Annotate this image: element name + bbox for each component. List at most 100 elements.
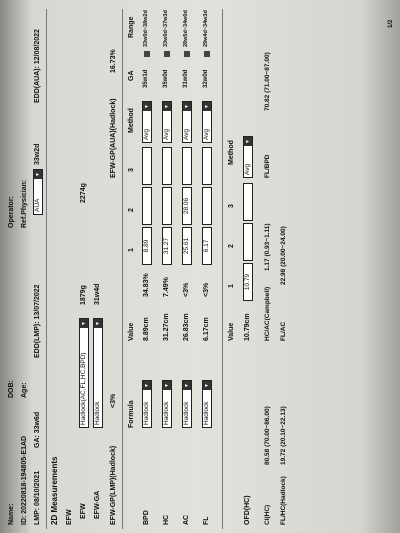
- ga-value: 31w0d: [183, 69, 189, 88]
- efw-gp-lmp-value: <3%: [110, 393, 117, 408]
- hcac-label: HC/AC(Campbell): [264, 286, 271, 341]
- range-marker-icon: [204, 51, 210, 57]
- page-number: 1/2: [388, 19, 394, 28]
- measure-3[interactable]: [182, 147, 192, 185]
- formula-dropdown[interactable]: Hadlock ▼: [202, 380, 212, 428]
- formula-dropdown[interactable]: Hadlock ▼: [162, 380, 172, 428]
- method-dropdown[interactable]: Avg ▼: [162, 101, 172, 143]
- formula-value: Hadlock: [163, 401, 170, 425]
- chevron-down-icon: ▼: [143, 381, 151, 390]
- col-2-header: 2: [128, 208, 135, 212]
- ga-text: GA: 33w6d: [34, 411, 41, 448]
- formula-value: Hadlock: [203, 401, 210, 425]
- efw-secondary-value: 2274g: [80, 183, 87, 203]
- ofd-method-value: Avg: [244, 163, 251, 175]
- flbpd-value: 70.82 (71.00~87.00): [264, 52, 271, 111]
- patient-id: ID: 20220818-194805-E1AD: [21, 435, 28, 525]
- measure-1[interactable]: 6.17: [202, 227, 212, 265]
- efw-value: 1879g: [80, 285, 87, 305]
- measure-value: 8.89cm: [143, 317, 150, 341]
- chevron-down-icon: ▼: [143, 102, 151, 111]
- col-3-header: 3: [128, 168, 135, 172]
- flhc-value: 19.72 (20.10~22.13): [280, 406, 287, 465]
- ga-header: GA: [128, 70, 135, 82]
- name-label: Name:: [8, 503, 15, 525]
- ofd-measure-2[interactable]: [243, 223, 253, 261]
- age-label: Age:: [21, 382, 28, 398]
- percentile-value: <3%: [203, 282, 210, 297]
- measure-3[interactable]: [162, 147, 172, 185]
- efw-divider: [122, 9, 123, 529]
- flac-value: 22.98 (20.00~24.00): [280, 226, 287, 285]
- measure-1[interactable]: 31.27: [162, 227, 172, 265]
- efw-section-label: EFW: [66, 509, 73, 525]
- chevron-down-icon: ▼: [203, 102, 211, 111]
- range-marker-icon: [184, 51, 190, 57]
- range-marker-icon: [164, 51, 170, 57]
- measure-3[interactable]: [202, 147, 212, 185]
- percentile-value: 7.49%: [163, 277, 170, 297]
- section-title: 2D Measurements: [50, 456, 59, 525]
- method-dropdown[interactable]: Avg ▼: [202, 101, 212, 143]
- edd-lmp-text: EDD(LMP): 13/07/2022: [34, 284, 41, 358]
- range-marker-icon: [144, 51, 150, 57]
- row-name: FL: [203, 516, 210, 525]
- row-name: BPD: [143, 510, 150, 525]
- measure-1[interactable]: 25.61: [182, 227, 192, 265]
- aua-dropdown-value: AUA: [34, 198, 41, 212]
- method-value: Avg: [203, 128, 210, 140]
- ci-value: 80.58 (70.00~86.00): [264, 406, 271, 465]
- efw-ga-formula-dropdown[interactable]: Hadlock ▼: [93, 318, 103, 428]
- ga-value: 35w1d: [143, 69, 149, 88]
- measure-2[interactable]: [142, 187, 152, 225]
- chevron-down-icon: ▼: [80, 319, 88, 328]
- aua-ga: 33w2d: [34, 143, 41, 165]
- formula-value: Hadlock: [183, 401, 190, 425]
- efw-gp-aua-value: 16.73%: [110, 49, 117, 73]
- ofd-method-dropdown[interactable]: Avg ▼: [243, 136, 253, 178]
- formula-dropdown[interactable]: Hadlock ▼: [182, 380, 192, 428]
- ofd-col-1-header: 1: [228, 284, 235, 288]
- chevron-down-icon: ▼: [203, 381, 211, 390]
- range-value: 29w4d~34w3d: [203, 10, 209, 47]
- method-dropdown[interactable]: Avg▼: [182, 101, 192, 143]
- range-header: Range: [128, 16, 135, 38]
- col-1-header: 1: [128, 248, 135, 252]
- chevron-down-icon: ▼: [244, 137, 252, 146]
- measure-2[interactable]: 28.06: [182, 187, 192, 225]
- ofd-col-3-header: 3: [228, 204, 235, 208]
- method-header: Method: [128, 108, 135, 133]
- row-name: HC: [163, 514, 170, 525]
- chevron-down-icon: ▼: [163, 102, 171, 111]
- formula-dropdown[interactable]: Hadlock▼: [142, 380, 152, 428]
- ofd-measure-1[interactable]: 10.79: [243, 263, 253, 301]
- measure-1[interactable]: 8.89: [142, 227, 152, 265]
- method-dropdown[interactable]: Avg▼: [142, 101, 152, 143]
- value-header: Value: [128, 322, 135, 341]
- ofd-measure-3[interactable]: [243, 183, 253, 221]
- efw-gp-aua-label: EFW-GP(AUA)(Hadlock): [110, 98, 117, 178]
- chevron-down-icon: ▼: [94, 319, 102, 328]
- ga-value: 32w0d: [203, 69, 209, 88]
- range-value: 33w0d~37w3d: [163, 10, 169, 47]
- method-value: Avg: [163, 128, 170, 140]
- ref-physician-label: Ref.Physician:: [21, 179, 28, 228]
- efw-row-label: EFW: [80, 503, 87, 519]
- measure-2[interactable]: [202, 187, 212, 225]
- hcac-value: 1.17 (0.93~1.11): [264, 223, 271, 271]
- ofd-label: OFD(HC): [244, 495, 251, 525]
- efw-formula-dropdown[interactable]: Hadlock(AC,FL,HC,BPD) ▼: [79, 318, 89, 428]
- ga-value: 35w0d: [163, 69, 169, 88]
- aua-dropdown[interactable]: AUA ▼: [33, 169, 43, 215]
- measure-value: 31.27cm: [163, 313, 170, 341]
- chevron-down-icon: ▼: [163, 381, 171, 390]
- chevron-down-icon: ▼: [183, 102, 191, 111]
- ci-label: CI(HC): [264, 504, 271, 525]
- row-name: AC: [183, 514, 190, 525]
- measure-2[interactable]: [162, 187, 172, 225]
- chevron-down-icon: ▼: [183, 381, 191, 390]
- efw-ga-formula-value: Hadlock: [94, 401, 101, 425]
- measure-3[interactable]: [142, 147, 152, 185]
